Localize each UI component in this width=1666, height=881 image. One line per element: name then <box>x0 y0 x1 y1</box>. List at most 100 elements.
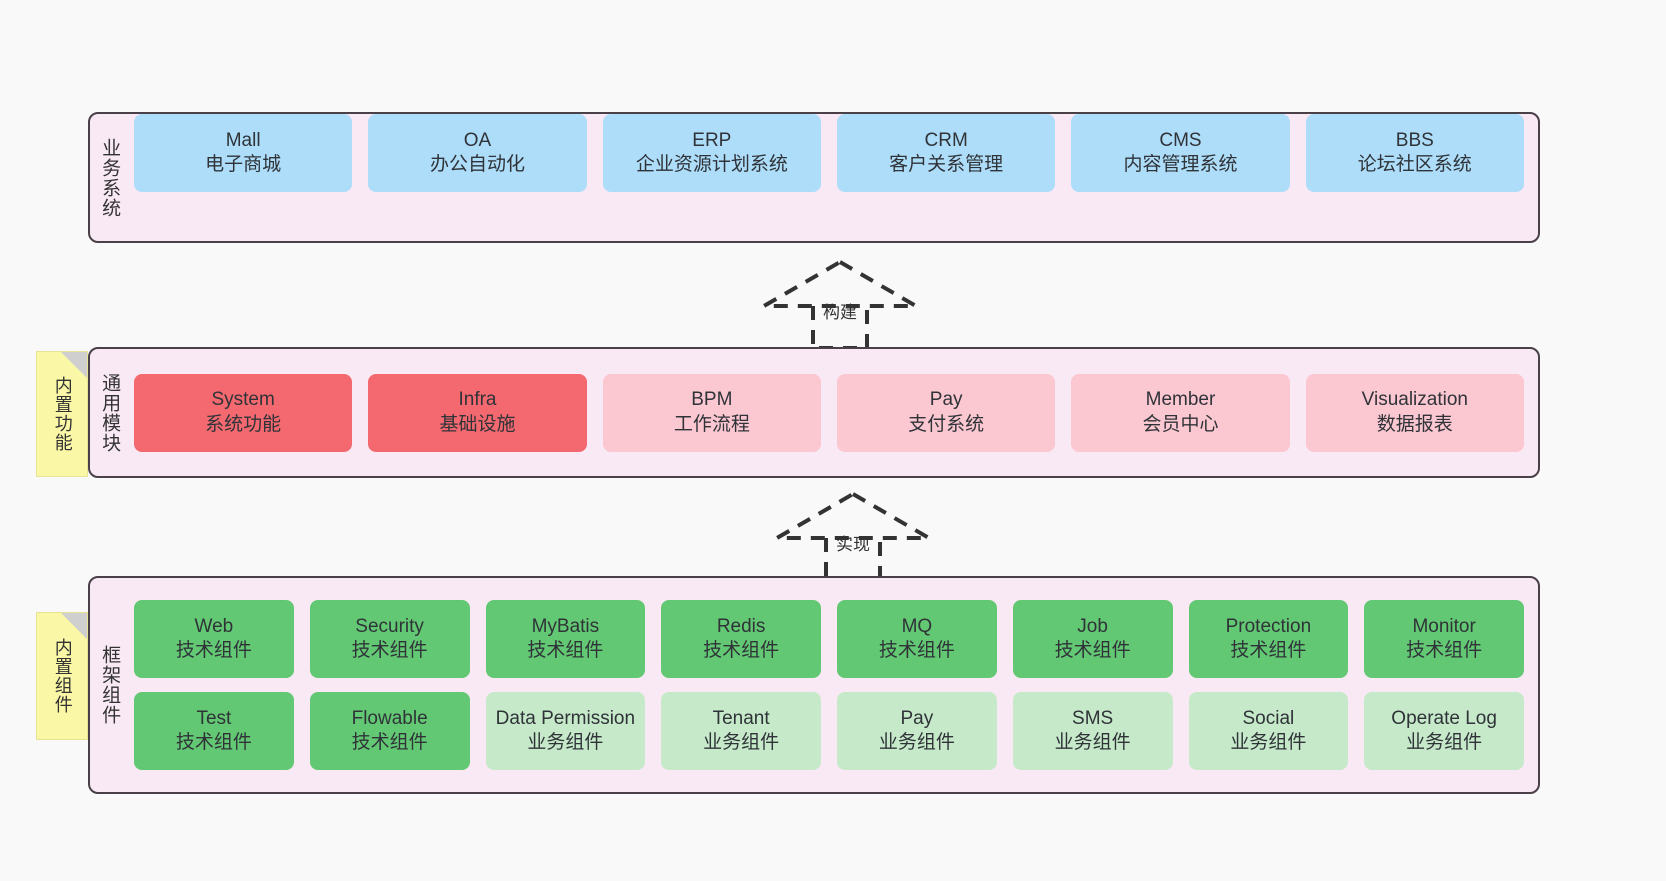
card-title: Data Permission <box>495 707 636 729</box>
connector-implement: 实现 <box>768 490 938 582</box>
card-subtitle: 系统功能 <box>205 413 282 435</box>
card-title: Social <box>1242 707 1295 729</box>
card-title: SMS <box>1072 707 1114 729</box>
module-card[interactable]: BPM 工作流程 <box>602 373 821 452</box>
business-system-card[interactable]: OA 办公自动化 <box>368 114 587 192</box>
sticky-note-label: 内置组件 <box>52 638 73 714</box>
card-title: MQ <box>901 615 933 637</box>
component-card[interactable]: MyBatis 技术组件 <box>485 600 646 678</box>
card-subtitle: 技术组件 <box>1054 640 1131 661</box>
card-subtitle: 技术组件 <box>527 640 604 661</box>
card-title: Web <box>194 615 234 637</box>
layer-business-systems: 业务系统 Mall 电子商城 OA 办公自动化 ERP 企业资源计划系统 CRM… <box>88 112 1540 243</box>
component-card[interactable]: Flowable 技术组件 <box>309 692 470 770</box>
module-card[interactable]: Infra 基础设施 <box>368 373 587 452</box>
common-modules-row: System 系统功能 Infra 基础设施 BPM 工作流程 Pay 支付系统… <box>134 373 1524 452</box>
card-title: CMS <box>1159 129 1202 151</box>
card-subtitle: 技术组件 <box>351 732 428 753</box>
sticky-note-builtin-components: 内置组件 <box>36 612 88 740</box>
card-subtitle: 技术组件 <box>175 732 252 753</box>
sticky-note-builtin-functions: 内置功能 <box>36 351 88 477</box>
card-title: Tenant <box>712 707 770 729</box>
card-title: Protection <box>1225 615 1312 637</box>
layer-business-systems-title: 业务系统 <box>99 137 121 218</box>
card-subtitle: 数据报表 <box>1376 413 1453 435</box>
card-title: Redis <box>716 615 766 637</box>
component-card[interactable]: Web 技术组件 <box>134 600 294 678</box>
card-title: Visualization <box>1361 389 1468 411</box>
card-title: Operate Log <box>1391 707 1497 729</box>
sticky-note-label: 内置功能 <box>52 376 73 452</box>
card-subtitle: 技术组件 <box>878 640 955 661</box>
component-card[interactable]: Data Permission 业务组件 <box>485 692 646 770</box>
business-system-card[interactable]: ERP 企业资源计划系统 <box>602 114 821 192</box>
module-card[interactable]: Pay 支付系统 <box>836 373 1056 452</box>
card-title: Monitor <box>1412 615 1476 637</box>
card-title: Pay <box>900 707 934 729</box>
card-title: Security <box>355 615 424 637</box>
card-subtitle: 办公自动化 <box>429 154 525 175</box>
layer-common-modules: 通用模块 System 系统功能 Infra 基础设施 BPM 工作流程 Pay… <box>88 347 1540 478</box>
component-card[interactable]: SMS 业务组件 <box>1012 692 1173 770</box>
card-title: Member <box>1145 389 1216 411</box>
card-title: BPM <box>691 389 733 411</box>
card-title: Pay <box>929 389 963 411</box>
card-subtitle: 技术组件 <box>1406 640 1483 661</box>
business-systems-row: Mall 电子商城 OA 办公自动化 ERP 企业资源计划系统 CRM 客户关系… <box>134 114 1524 192</box>
module-card[interactable]: Member 会员中心 <box>1071 373 1290 452</box>
card-subtitle: 业务组件 <box>878 732 955 753</box>
card-subtitle: 技术组件 <box>351 640 428 661</box>
layer-framework-components-body: Web 技术组件 Security 技术组件 MyBatis 技术组件 Redi… <box>128 578 1538 792</box>
component-card[interactable]: Monitor 技术组件 <box>1364 600 1524 678</box>
card-subtitle: 工作流程 <box>673 413 750 435</box>
business-system-card[interactable]: BBS 论坛社区系统 <box>1305 114 1524 192</box>
module-card[interactable]: System 系统功能 <box>134 373 353 452</box>
card-subtitle: 客户关系管理 <box>889 154 1004 175</box>
layer-common-modules-title: 通用模块 <box>99 372 121 453</box>
component-card[interactable]: Job 技术组件 <box>1012 600 1173 678</box>
business-system-card[interactable]: CMS 内容管理系统 <box>1071 114 1290 192</box>
card-subtitle: 会员中心 <box>1142 413 1219 435</box>
framework-tech-row: Web 技术组件 Security 技术组件 MyBatis 技术组件 Redi… <box>134 600 1524 678</box>
card-subtitle: 业务组件 <box>1054 732 1131 753</box>
card-subtitle: 技术组件 <box>175 640 252 661</box>
connector-build: 构建 <box>755 258 925 350</box>
card-title: CRM <box>924 129 968 151</box>
card-subtitle: 业务组件 <box>527 732 604 753</box>
business-system-card[interactable]: Mall 电子商城 <box>134 114 353 192</box>
card-title: Mall <box>225 129 261 151</box>
layer-framework-components-title: 框架组件 <box>99 645 121 725</box>
card-title: Job <box>1077 615 1108 637</box>
layer-common-modules-body: System 系统功能 Infra 基础设施 BPM 工作流程 Pay 支付系统… <box>128 349 1538 476</box>
card-subtitle: 支付系统 <box>908 413 985 435</box>
card-subtitle: 业务组件 <box>703 732 780 753</box>
business-system-card[interactable]: CRM 客户关系管理 <box>836 114 1056 192</box>
component-card[interactable]: Social 业务组件 <box>1188 692 1349 770</box>
component-card[interactable]: Tenant 业务组件 <box>661 692 821 770</box>
card-subtitle: 企业资源计划系统 <box>635 154 788 175</box>
card-title: Test <box>196 707 232 729</box>
component-card[interactable]: Test 技术组件 <box>134 692 294 770</box>
card-subtitle: 内容管理系统 <box>1123 154 1238 175</box>
layer-business-systems-body: Mall 电子商城 OA 办公自动化 ERP 企业资源计划系统 CRM 客户关系… <box>128 114 1538 192</box>
module-card[interactable]: Visualization 数据报表 <box>1305 373 1524 452</box>
layer-framework-components: 框架组件 Web 技术组件 Security 技术组件 MyBatis 技术组件… <box>88 576 1540 794</box>
component-card[interactable]: Protection 技术组件 <box>1188 600 1349 678</box>
framework-business-row: Test 技术组件 Flowable 技术组件 Data Permission … <box>134 692 1524 770</box>
card-title: System <box>211 389 275 411</box>
card-title: Infra <box>458 389 497 411</box>
component-card[interactable]: MQ 技术组件 <box>837 600 997 678</box>
component-card[interactable]: Operate Log 业务组件 <box>1364 692 1524 770</box>
card-subtitle: 业务组件 <box>1230 732 1307 753</box>
component-card[interactable]: Security 技术组件 <box>309 600 470 678</box>
card-subtitle: 基础设施 <box>439 413 516 435</box>
card-subtitle: 业务组件 <box>1406 732 1483 753</box>
card-title: ERP <box>692 129 732 151</box>
component-card[interactable]: Pay 业务组件 <box>837 692 997 770</box>
card-subtitle: 技术组件 <box>1230 640 1307 661</box>
card-subtitle: 电子商城 <box>205 154 282 175</box>
component-card[interactable]: Redis 技术组件 <box>661 600 821 678</box>
card-title: OA <box>463 129 492 151</box>
card-title: MyBatis <box>531 615 600 637</box>
